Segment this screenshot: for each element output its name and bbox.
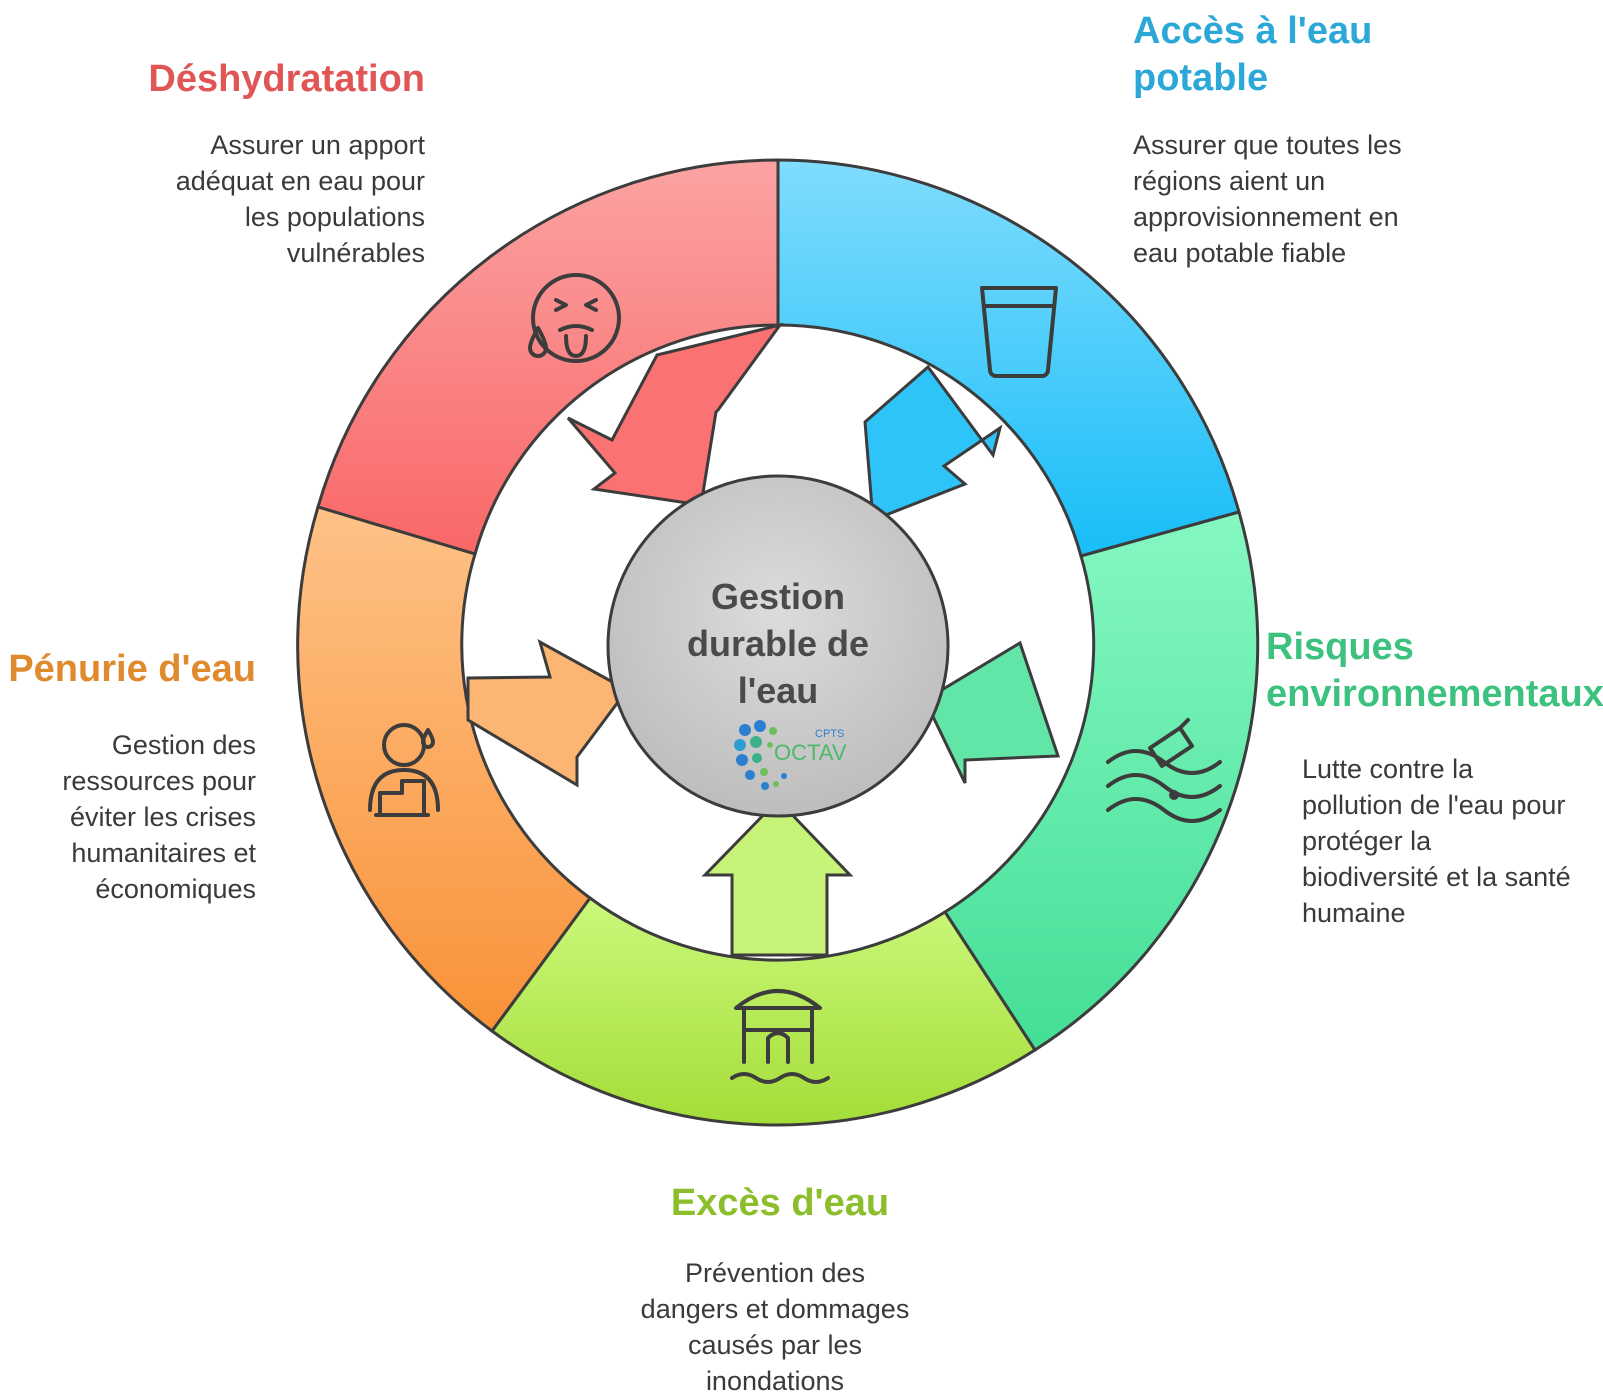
arrow-drinking-water	[863, 364, 1003, 523]
title-dehydration: Déshydratation	[148, 58, 425, 100]
title-water-shortage: Pénurie d'eau	[8, 648, 256, 690]
polluted-water-icon	[1106, 718, 1222, 823]
flooded-house-icon	[730, 989, 830, 1084]
segment-dehydration	[316, 158, 780, 556]
octav-logo: CPTS OCTAV	[734, 720, 847, 790]
segment-environment	[942, 510, 1260, 1053]
center-title: Gestion durable de l'eau	[686, 576, 870, 711]
ring-segments	[296, 158, 1260, 1127]
logo-small-text: CPTS	[815, 728, 844, 740]
segment-drinking-water	[776, 158, 1241, 558]
desc-water-shortage: Gestion des ressources pour éviter les c…	[62, 730, 256, 904]
title-drinking-water: Accès à l'eau potable	[1133, 10, 1373, 99]
arrow-water-shortage	[466, 638, 630, 788]
desc-drinking-water: Assurer que toutes les régions aient un …	[1133, 130, 1402, 268]
segment-water-shortage	[296, 505, 593, 1034]
water-glass-icon	[980, 286, 1058, 378]
arrows	[466, 322, 1061, 957]
arrow-dehydration	[566, 322, 784, 507]
worried-person-icon	[368, 723, 440, 817]
arrow-excess-water	[701, 797, 854, 957]
title-environment: Risques environnementaux	[1266, 626, 1603, 715]
desc-excess-water: Prévention des dangers et dommages causé…	[640, 1258, 910, 1396]
desc-dehydration: Assurer un apport adéquat en eau pour le…	[175, 130, 425, 268]
desc-environment: Lutte contre la pollution de l'eau pour …	[1302, 754, 1571, 928]
logo-big-text: OCTAV	[774, 740, 847, 765]
center-circle	[606, 474, 950, 818]
dehydrated-face-icon	[528, 273, 621, 363]
title-excess-water: Excès d'eau	[670, 1182, 890, 1224]
